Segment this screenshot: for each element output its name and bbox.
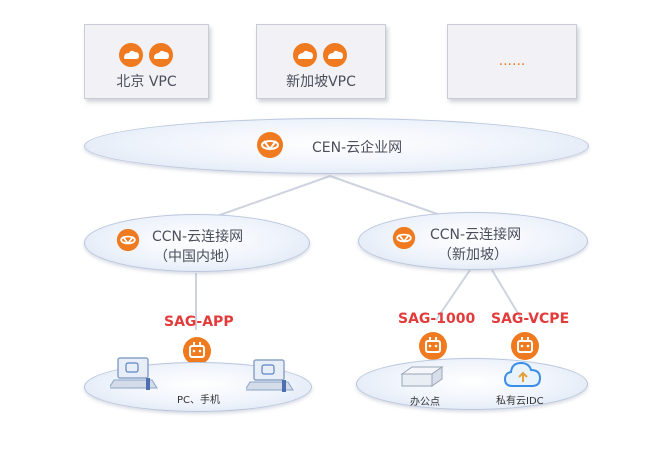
ccn-network-icon bbox=[116, 228, 140, 252]
vpc-more-label: ...... bbox=[498, 53, 526, 69]
ccn-network-icon bbox=[392, 226, 416, 250]
sag-app-label: SAG-APP bbox=[164, 314, 234, 330]
ccn-label-line1: CCN-云连接网 bbox=[430, 227, 522, 243]
ccn-label-line1: CCN-云连接网 bbox=[152, 229, 244, 245]
cloud-icon bbox=[323, 43, 347, 67]
office-label: 办公点 bbox=[410, 397, 440, 408]
cloud-icon bbox=[293, 43, 317, 67]
ccn-label-line2: （中国内地） bbox=[154, 249, 238, 265]
vpc-box-singapore: 新加坡VPC bbox=[256, 24, 386, 99]
laptop-icon bbox=[246, 359, 294, 392]
sag-device-icon bbox=[419, 332, 447, 360]
vpc-icons bbox=[257, 41, 385, 73]
vpc-label: 新加坡VPC bbox=[286, 74, 356, 90]
laptop-icon bbox=[110, 357, 158, 390]
cen-network-icon bbox=[257, 132, 283, 158]
cen-label: CEN-云企业网 bbox=[312, 140, 403, 156]
vpc-box-more: ...... bbox=[447, 24, 577, 99]
office-building-icon bbox=[400, 366, 444, 387]
pc-phone-label: PC、手机 bbox=[177, 395, 221, 406]
cloud-icon bbox=[118, 43, 143, 67]
sag-vcpe-label: SAG-VCPE bbox=[491, 311, 570, 327]
office-platform bbox=[356, 358, 588, 410]
sag-1000-label: SAG-1000 bbox=[398, 311, 476, 327]
sag-device-icon bbox=[183, 337, 211, 365]
ccn-label-line2: （新加坡） bbox=[438, 247, 508, 263]
private-cloud-icon bbox=[504, 361, 542, 387]
sag-device-icon bbox=[511, 332, 539, 360]
cen-ellipse bbox=[84, 118, 589, 174]
vpc-box-beijing: 北京 VPC bbox=[84, 24, 209, 99]
vpc-label: 北京 VPC bbox=[116, 74, 177, 90]
vpc-icons bbox=[85, 41, 208, 73]
cloud-icon bbox=[148, 43, 173, 67]
idc-label: 私有云IDC bbox=[496, 396, 544, 407]
